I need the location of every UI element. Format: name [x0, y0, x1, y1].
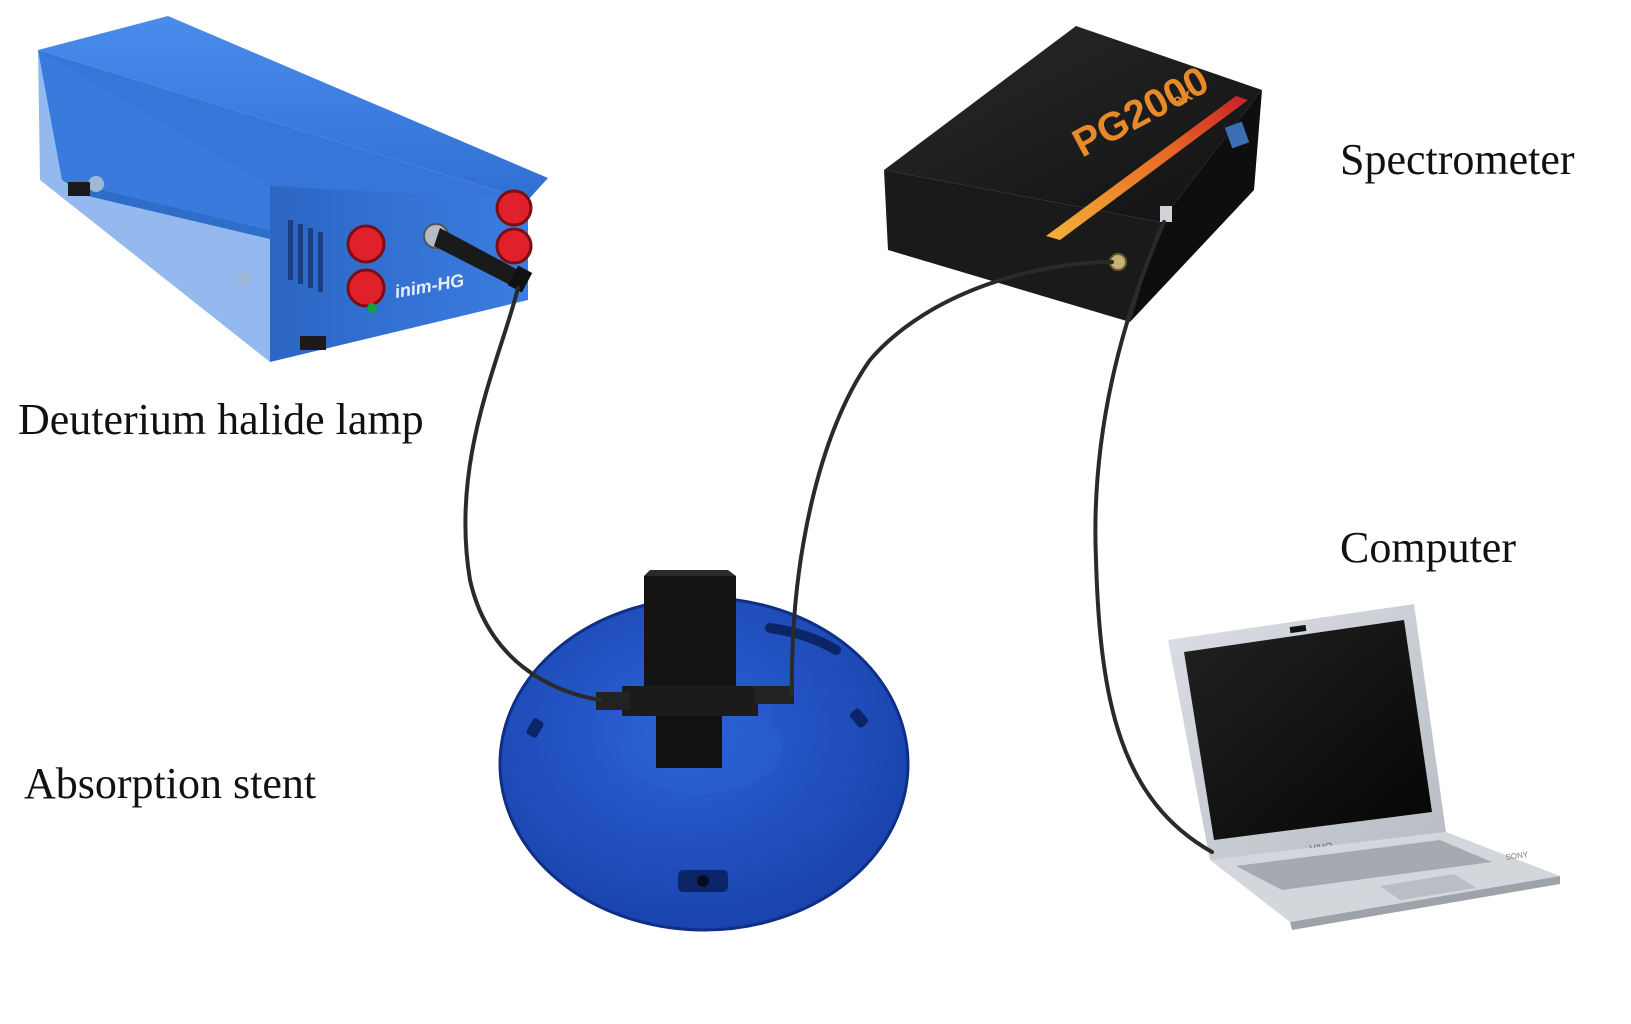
- cable-spectrometer-to-computer: [1093, 220, 1214, 854]
- stent-fiber-coupler-left: [596, 692, 630, 710]
- spectrometer-usb-port: [1160, 206, 1172, 222]
- lamp-vent-grille: [288, 220, 323, 292]
- label-deuterium-lamp: Deuterium halide lamp: [18, 395, 424, 444]
- lamp-red-connectors: [346, 189, 533, 313]
- absorption-stent-device: [498, 570, 910, 932]
- stent-cuvette-holder: [644, 576, 736, 686]
- lamp-foot: [300, 336, 326, 350]
- label-computer: Computer: [1340, 523, 1516, 572]
- label-spectrometer: Spectrometer: [1340, 135, 1575, 184]
- lamp-screw: [88, 176, 104, 192]
- lamp-screw: [237, 271, 251, 285]
- stent-fiber-coupler-right: [754, 686, 794, 704]
- deuterium-lamp-device: inim-HG: [38, 16, 548, 362]
- cable-stent-to-spectrometer: [789, 260, 1114, 696]
- lamp-fiber-plug: [423, 223, 533, 293]
- lamp-foot: [68, 182, 90, 196]
- laptop-keyboard: [1236, 840, 1492, 890]
- laptop-touchpad: [1380, 874, 1476, 900]
- spectrometer-device: PG2000 ex: [884, 26, 1262, 322]
- laptop-screen: [1184, 620, 1432, 840]
- label-absorption-stent: Absorption stent: [24, 759, 317, 808]
- spectrometer-stripe: [1046, 96, 1248, 240]
- lamp-front-panel: [270, 186, 528, 362]
- fiber-cables: [463, 220, 1214, 854]
- laptop-corner-text: SONY: [1505, 850, 1529, 862]
- cable-lamp-to-stent: [463, 286, 602, 702]
- stent-slot: [765, 623, 841, 655]
- laptop-computer: VAIO SONY: [1168, 604, 1560, 930]
- spectrometer-badge: [1224, 121, 1250, 149]
